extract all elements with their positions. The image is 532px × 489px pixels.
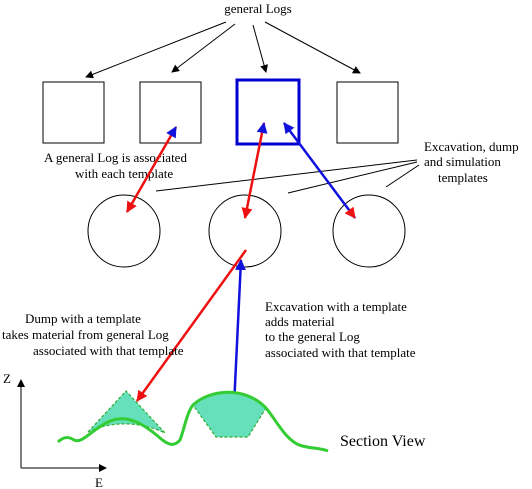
- log-box-3-highlighted: [235, 78, 301, 146]
- excavation-note-line-4: associated with that template: [265, 345, 416, 360]
- title-arrow-3: [252, 24, 268, 73]
- axis-e-label: E: [95, 475, 103, 489]
- section-axes: [17, 379, 107, 472]
- excavation-arrow: [232, 259, 247, 407]
- excavation-note-line-2: adds material: [265, 314, 335, 329]
- log-box-1: [42, 81, 105, 144]
- leader-line-3: [385, 164, 420, 188]
- template-circle-dump: [87, 194, 161, 268]
- section-view-label: Section View: [340, 433, 426, 450]
- dump-note-line-2: takes material from general Log: [2, 327, 169, 342]
- excavation-note-line-3: to the general Log: [265, 329, 360, 344]
- dump-arrow: [135, 249, 248, 402]
- title-arrow-1: [85, 21, 227, 79]
- leader-line-2: [287, 161, 418, 194]
- template-leader-lines: [155, 159, 420, 194]
- templates-note-line-1: Excavation, dump: [424, 139, 519, 154]
- general-logs-title: general Logs: [224, 1, 292, 16]
- template-circle-simulation: [332, 194, 406, 268]
- leader-line-1: [155, 159, 418, 192]
- general-log-note-line-1: A general Log is associated: [44, 150, 187, 165]
- log-link-arrow-3: [282, 122, 357, 219]
- log-link-arrow-1: [125, 126, 178, 213]
- templates-note-line-3: templates: [438, 170, 488, 185]
- title-arrows: [85, 21, 361, 79]
- dump-note-line-1: Dump with a template: [25, 311, 141, 326]
- terrain-profile: [56, 390, 329, 453]
- dump-note-line-3: associated with that template: [33, 343, 184, 358]
- general-log-note-line-2: with each template: [75, 166, 173, 181]
- log-box-2: [139, 81, 202, 144]
- templates-note-line-2: and simulation: [424, 154, 501, 169]
- template-circle-excavation: [208, 194, 282, 268]
- axis-z-label: Z: [3, 371, 11, 386]
- log-box-4: [336, 81, 399, 144]
- log-link-arrow-2: [241, 122, 268, 219]
- title-arrow-2: [171, 23, 236, 73]
- excavation-note-line-1: Excavation with a template: [265, 299, 407, 314]
- title-arrow-4: [264, 21, 361, 74]
